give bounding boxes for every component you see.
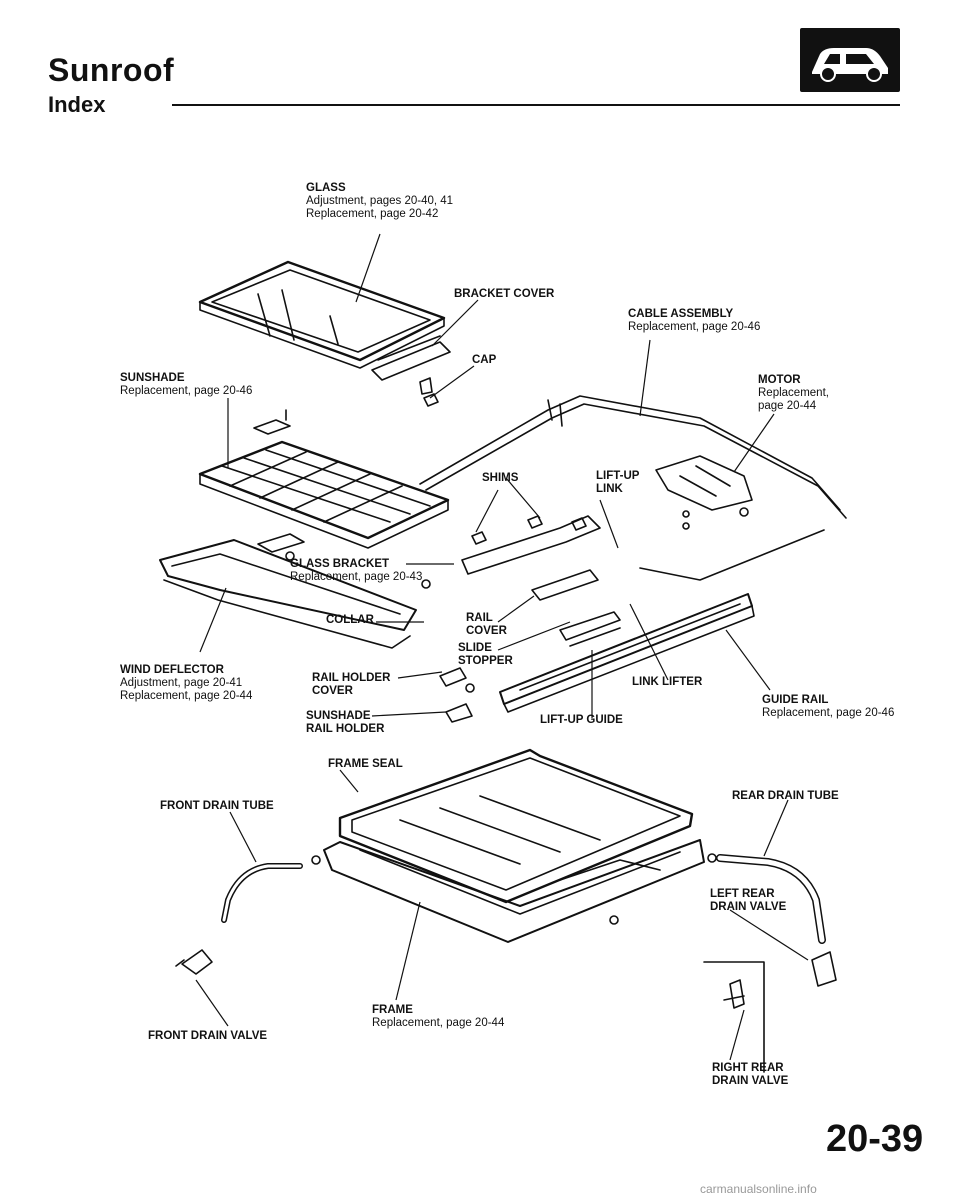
label-lift-up-link: LIFT-UP LINK xyxy=(596,470,640,495)
label-front-drain-tube: FRONT DRAIN TUBE xyxy=(160,800,274,812)
car-icon xyxy=(800,28,900,92)
wind-deflector-part xyxy=(159,539,417,649)
rail-cover-part xyxy=(531,569,599,601)
label-frame: FRAME Replacement, page 20-44 xyxy=(372,1004,505,1029)
label-left-rear-drain-valve: LEFT REAR DRAIN VALVE xyxy=(710,888,787,913)
watermark: carmanualsonline.info xyxy=(700,1182,817,1196)
motor-part xyxy=(655,455,753,511)
right-rear-drain-valve-bracket xyxy=(703,961,765,1073)
label-motor: MOTOR Replacement, page 20-44 xyxy=(758,374,829,412)
label-guide-rail: GUIDE RAIL Replacement, page 20-46 xyxy=(762,694,895,719)
frame-seal-part xyxy=(338,748,694,904)
label-shims: SHIMS xyxy=(482,472,519,484)
label-slide-stopper: SLIDE STOPPER xyxy=(458,642,513,667)
label-cable-assembly: CABLE ASSEMBLY Replacement, page 20-46 xyxy=(628,308,761,333)
label-sunshade-rail-holder: SUNSHADE RAIL HOLDER xyxy=(306,710,385,735)
glass-bracket-part xyxy=(461,515,601,575)
label-frame-seal: FRAME SEAL xyxy=(328,758,403,770)
left-rear-drain-valve-part xyxy=(811,951,837,987)
label-sunshade: SUNSHADE Replacement, page 20-46 xyxy=(120,372,253,397)
sunshade-panel xyxy=(198,440,450,549)
glass-panel xyxy=(198,260,446,369)
label-rail-holder-cover: RAIL HOLDER COVER xyxy=(312,672,391,697)
label-rear-drain-tube: REAR DRAIN TUBE xyxy=(732,790,839,802)
label-glass: GLASS Adjustment, pages 20-40, 41 Replac… xyxy=(306,182,454,220)
page-title: Sunroof xyxy=(48,52,175,88)
page-number: 20-39 xyxy=(826,1118,924,1160)
label-right-rear-drain-valve: RIGHT REAR DRAIN VALVE xyxy=(712,1062,789,1087)
cable-assembly-part xyxy=(419,395,847,581)
label-bracket-cover: BRACKET COVER xyxy=(454,288,555,300)
frame-part xyxy=(323,795,705,943)
right-rear-drain-valve-part xyxy=(723,979,745,1009)
header-rule xyxy=(172,104,900,106)
label-cap: CAP xyxy=(472,354,497,366)
label-link-lifter: LINK LIFTER xyxy=(632,676,703,688)
front-drain-valve-part xyxy=(175,949,213,975)
label-collar: COLLAR xyxy=(326,614,374,626)
section-subtitle: Index xyxy=(48,92,106,117)
bracket-cover-part xyxy=(371,335,451,381)
label-glass-bracket: GLASS BRACKET Replacement, page 20-43 xyxy=(290,558,423,583)
front-drain-tube-part xyxy=(221,863,303,923)
label-front-drain-valve: FRONT DRAIN VALVE xyxy=(148,1030,268,1042)
label-rail-cover: RAIL COVER xyxy=(466,612,507,637)
label-lift-up-guide: LIFT-UP GUIDE xyxy=(540,714,623,726)
label-wind-deflector: WIND DEFLECTOR Adjustment, page 20-41 Re… xyxy=(120,664,253,702)
cap-part xyxy=(423,393,439,407)
guide-rail-part xyxy=(499,593,755,713)
